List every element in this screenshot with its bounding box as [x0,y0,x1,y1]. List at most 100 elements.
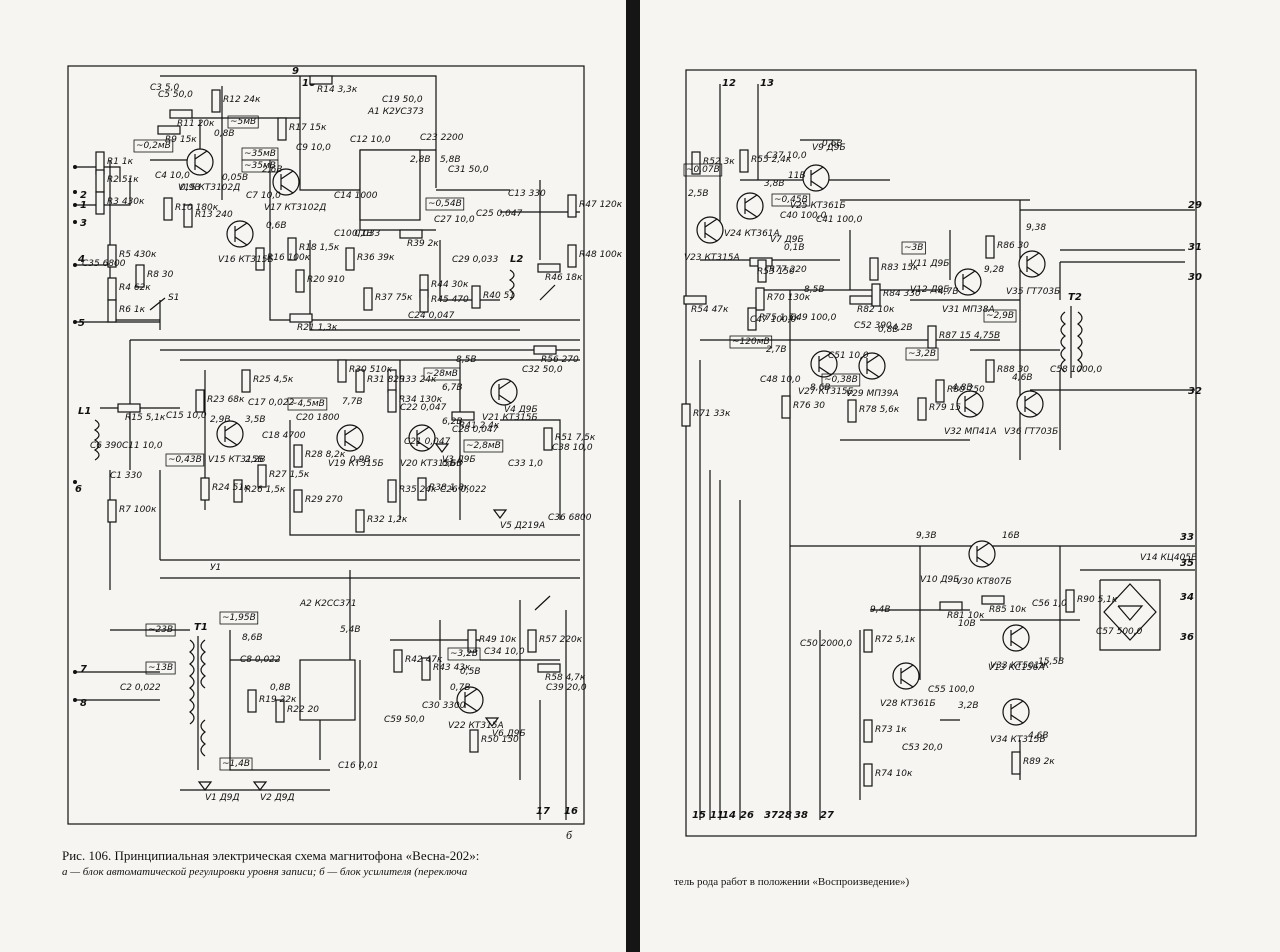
terminal-label: 27 [820,810,834,821]
node-voltage: 0,1В [784,243,805,253]
diode-label: V12 Д9Б [910,285,949,295]
resistor-label: R70 130к [767,293,811,303]
capacitor-label: C34 10,0 [484,647,525,657]
capacitor-label: C14 1000 [334,191,378,201]
terminal-label: 36 [1180,632,1194,643]
node-voltage: 0,9В [180,183,201,193]
resistor-label: R54 47к [691,305,729,315]
voltage-tag: ~5мВ [230,117,256,127]
resistor-6 [863,629,873,653]
resistor-label: R43 43к [433,663,471,673]
resistor-25 [233,479,243,503]
capacitor-label: C56 1,0 [1032,599,1067,609]
voltage-tag: ~4,5мВ [290,399,325,409]
transistor-5 [408,424,436,452]
capacitor-label: C39 20,0 [546,683,587,693]
resistor-label: R29 270 [305,495,343,505]
capacitor-label: C4 10,0 [155,171,190,181]
resistor-label: R51 7,5к [555,433,596,443]
resistor-2 [683,295,707,305]
inductor-l1 [93,419,100,461]
node-voltage: 0,5В [460,667,481,677]
frame-b [685,69,1197,837]
block-y1-label: У1 [210,563,221,573]
terminal-label: 31 [1188,242,1202,253]
transistor-label: V16 КТ315Б [218,255,274,265]
capacitor-label: C22 0,047 [400,403,447,413]
transistor-label: V15 КТ315Б [208,455,264,465]
resistor-18 [247,689,257,713]
voltage-tag: ~35мВ [244,149,276,159]
resistor-label: R14 3,3к [317,85,358,95]
capacitor-label: C25 0,047 [476,209,523,219]
transistor-0 [186,148,214,176]
resistor-18 [871,283,881,307]
node-voltage: 5,8В [440,155,461,165]
capacitor-label: C51 10,0 [828,351,869,361]
term-4: 4 [77,254,85,265]
resistor-label: R48 100к [579,250,623,260]
transistor-label: V34 КТ315Б [990,735,1046,745]
capacitor-label: C58 1000,0 [1050,365,1102,375]
resistor-40 [451,411,475,421]
node-voltage: 10В [958,619,976,629]
node-voltage: 0,6В [442,459,463,469]
transistor-6 [490,378,518,406]
resistor-label: R45 470 [431,295,469,305]
resistor-label: R47 120к [579,200,623,210]
resistor-28 [293,489,303,513]
voltage-tag: ~0,38В [824,375,858,385]
capacitor-label: C55 100,0 [928,685,975,695]
input-terminals [73,165,77,702]
resistor-48 [467,629,477,653]
resistor-label: R50 150 [481,735,519,745]
resistor-26 [257,464,267,488]
resistor-label: R21 1,3к [297,323,338,333]
transistor-label: V29 МП39А [846,389,899,399]
capacitor-label: C49 100,0 [790,313,837,323]
resistor-label: R80 750 [947,385,985,395]
voltage-tag: ~13В [148,663,173,673]
capacitor-label: C29 0,033 [452,255,499,265]
resistor-label: R44 30к [431,280,469,290]
capacitor-label: C48 10,0 [760,375,801,385]
term-3: 3 [80,218,87,229]
wires-section-b [100,339,580,590]
capacitor-label: C18 4700 [262,431,306,441]
resistor-label: R89 2к [1023,757,1055,767]
voltage-tag: ~28мВ [426,369,458,379]
capacitor-label: C28 0,047 [452,425,499,435]
node-voltage: 3,8В [764,179,785,189]
resistor-label: R17 15к [289,123,327,133]
resistor-label: R38 1,8к [429,483,470,493]
transistor-9 [1002,624,1030,652]
resistor-label: R6 1к [119,305,146,315]
resistor-label: R73 1к [875,725,907,735]
resistor-37 [417,477,427,501]
resistor-13 [917,397,927,421]
resistor-14 [117,403,141,413]
capacitor-label: C20 1800 [296,413,340,423]
resistor-label: R81 10к [947,611,985,621]
inductor-l1-label: L1 [78,406,91,417]
node-voltage: 0,1В [352,229,373,239]
resistor-label: R76 30 [793,401,825,411]
capacitor-label: C2 0,022 [120,683,161,693]
resistor-3 [107,277,117,301]
resistor-0 [691,151,701,175]
resistor-label: R26 1,5к [245,485,286,495]
capacitor-label: C27 10,0 [434,215,475,225]
resistor-label: R41 2,4к [459,421,500,431]
voltage-tag: ~0,54В [428,199,462,209]
node-voltage: 15,5В [1038,657,1064,667]
voltage-tag: ~120мВ [732,337,770,347]
voltage-tag: ~0,07В [686,165,720,175]
node-voltage: 8,6В [242,633,263,643]
resistor-label: R75 1,5к [759,313,800,323]
transistor-3 [810,350,838,378]
resistor-label: R52 3к [703,157,735,167]
resistor-9 [163,197,173,221]
figure-caption-title: Рис. 106. Принципиальная электрическая с… [62,848,480,863]
